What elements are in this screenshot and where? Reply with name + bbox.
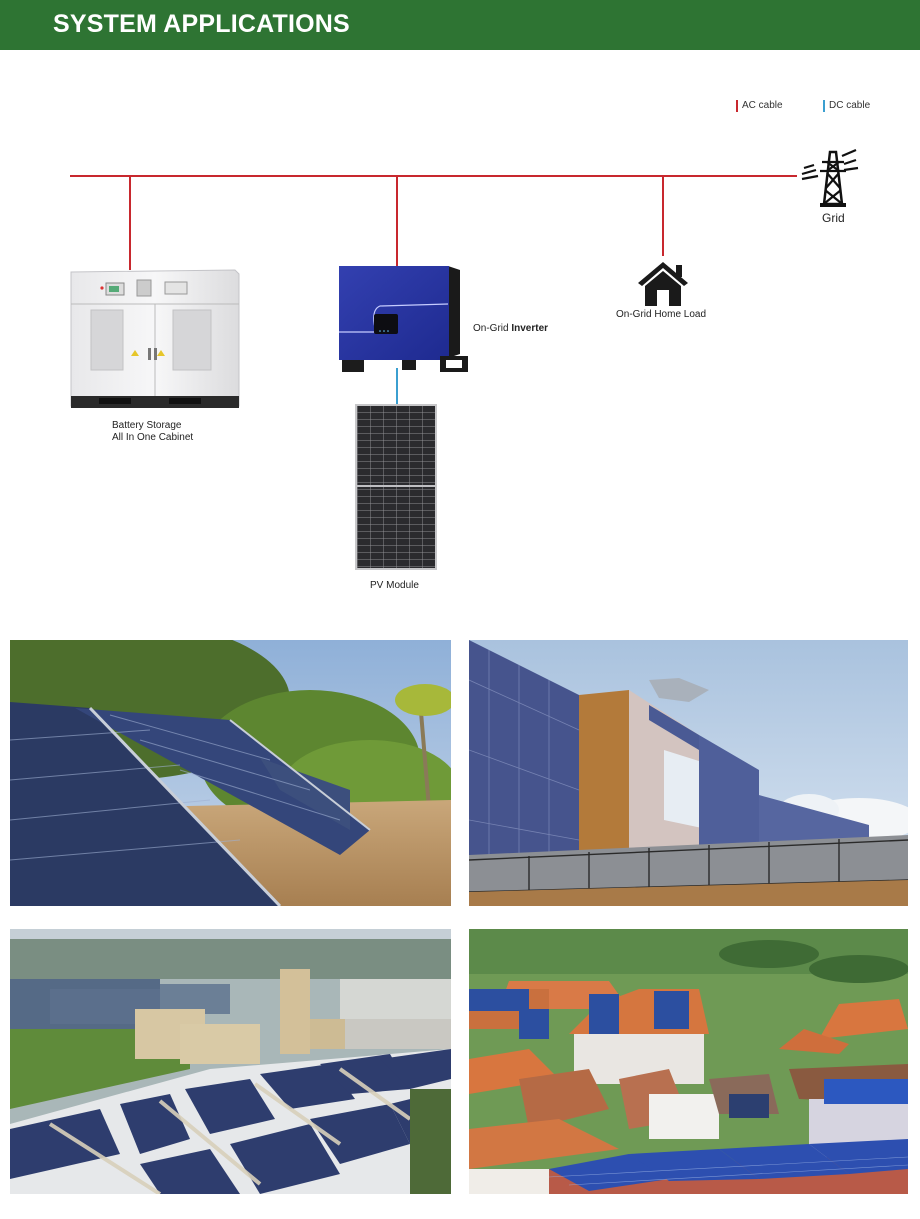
ac-bus-line bbox=[70, 175, 797, 177]
page-title: SYSTEM APPLICATIONS bbox=[53, 10, 350, 38]
photo-residential-rooftop-solar bbox=[469, 929, 908, 1194]
ac-drop-inverter bbox=[396, 175, 398, 267]
ac-drop-home bbox=[662, 175, 664, 256]
photo-ground-mounted-solar bbox=[10, 640, 451, 906]
pv-module-label: PV Module bbox=[370, 580, 419, 591]
photo-industrial-rooftop-solar bbox=[10, 929, 451, 1194]
grid-label: Grid bbox=[822, 211, 845, 225]
battery-label: Battery Storage All In One Cabinet bbox=[112, 420, 194, 443]
legend-dc-cable: DC cable bbox=[823, 100, 870, 112]
home-label: On-Grid Home Load bbox=[616, 309, 707, 320]
photo-building-facade-solar bbox=[469, 640, 908, 906]
power-tower-icon bbox=[801, 148, 859, 207]
system-diagram: AC cable DC cable bbox=[0, 50, 920, 630]
pv-module-image bbox=[355, 404, 437, 570]
ac-drop-battery bbox=[129, 175, 131, 270]
header-banner: SYSTEM APPLICATIONS bbox=[0, 0, 920, 50]
battery-cabinet-image bbox=[69, 268, 240, 416]
legend-ac-cable: AC cable bbox=[736, 100, 783, 112]
grid-tower bbox=[800, 146, 862, 208]
dc-line-pv bbox=[396, 368, 398, 405]
inverter-label: On-Grid Inverter bbox=[473, 323, 549, 334]
house-icon bbox=[638, 262, 688, 306]
home-load bbox=[637, 260, 689, 308]
inverter-image bbox=[336, 264, 470, 374]
